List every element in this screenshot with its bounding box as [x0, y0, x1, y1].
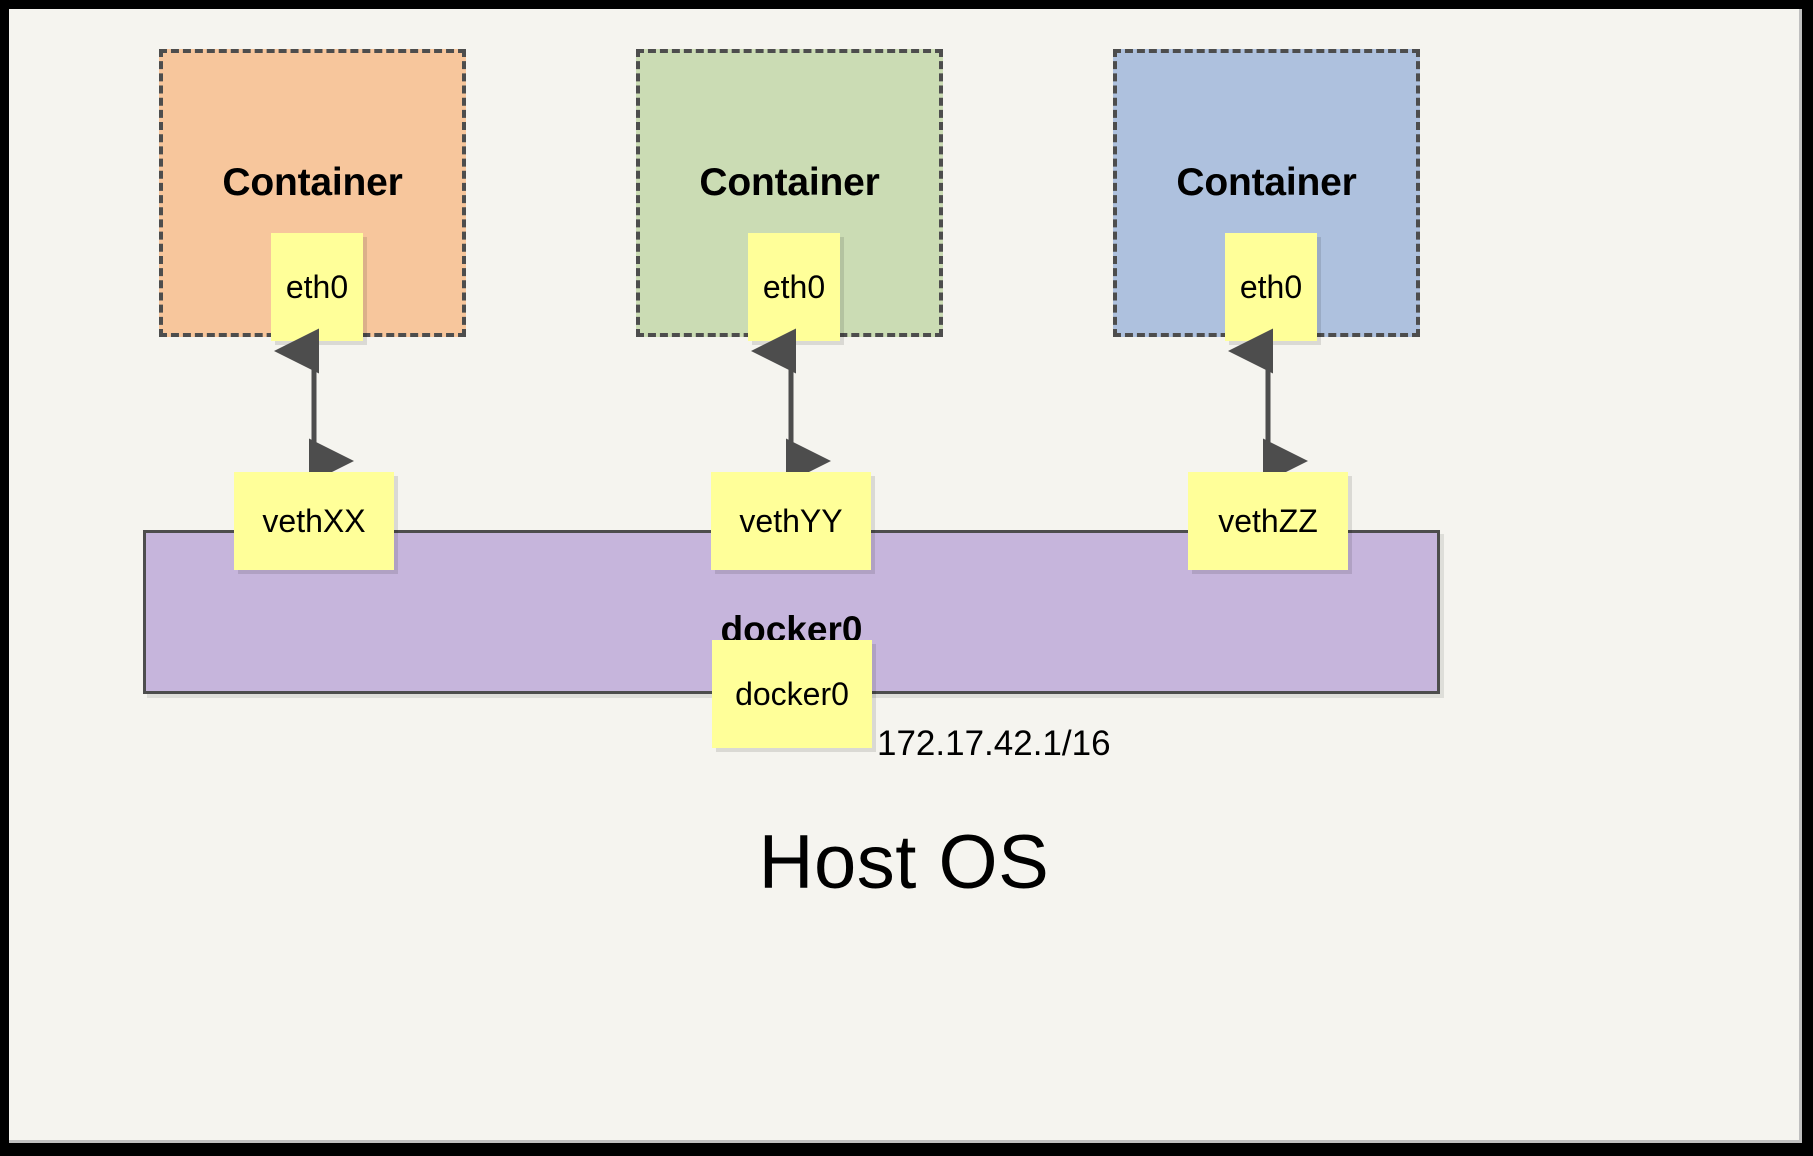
container-box-1: Container eth0 [159, 49, 466, 341]
veth-box-1: vethXX [234, 472, 394, 570]
container-title-3: Container [1176, 161, 1357, 204]
container-box-3: Container eth0 [1113, 49, 1420, 341]
eth0-box-3: eth0 [1225, 233, 1317, 341]
veth-link-arrow-3 [1228, 328, 1308, 484]
docker0-ip-address: 172.17.42.1/16 [877, 724, 1111, 763]
eth0-box-1: eth0 [271, 233, 363, 341]
container-title-1: Container [222, 161, 403, 204]
veth-box-3: vethZZ [1188, 472, 1348, 570]
eth0-box-2: eth0 [748, 233, 840, 341]
host-os-label: Host OS [758, 820, 1050, 905]
veth-link-arrow-2 [751, 328, 831, 484]
veth-box-2: vethYY [711, 472, 871, 570]
veth-link-arrow-1 [274, 328, 354, 484]
container-box-2: Container eth0 [636, 49, 943, 341]
diagram-canvas: Container eth0 Container eth0 Container … [9, 9, 1802, 1143]
container-title-2: Container [699, 161, 880, 204]
docker0-interface-box: docker0 [712, 640, 872, 748]
